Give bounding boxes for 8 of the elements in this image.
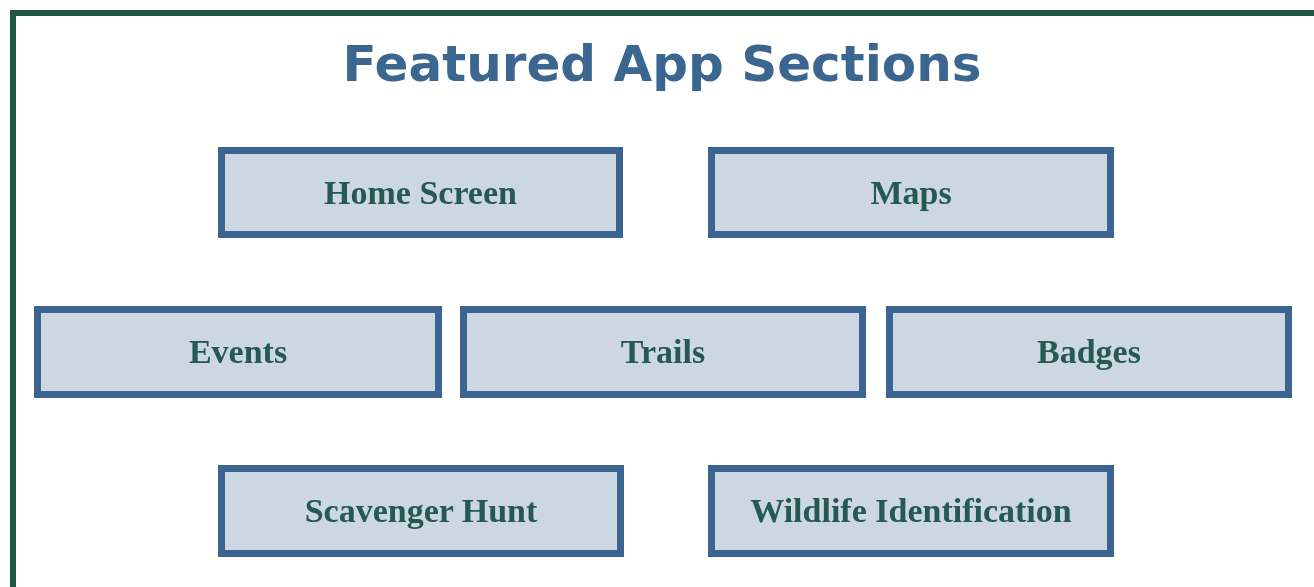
section-box: Home Screen xyxy=(218,147,623,238)
section-box: Events xyxy=(34,306,442,398)
section-box: Wildlife Identification xyxy=(708,465,1114,557)
title: Featured App Sections xyxy=(341,34,983,94)
section-box: Badges xyxy=(886,306,1292,398)
section-box: Scavenger Hunt xyxy=(218,465,624,557)
section-box: Trails xyxy=(460,306,866,398)
section-box: Maps xyxy=(708,147,1114,238)
